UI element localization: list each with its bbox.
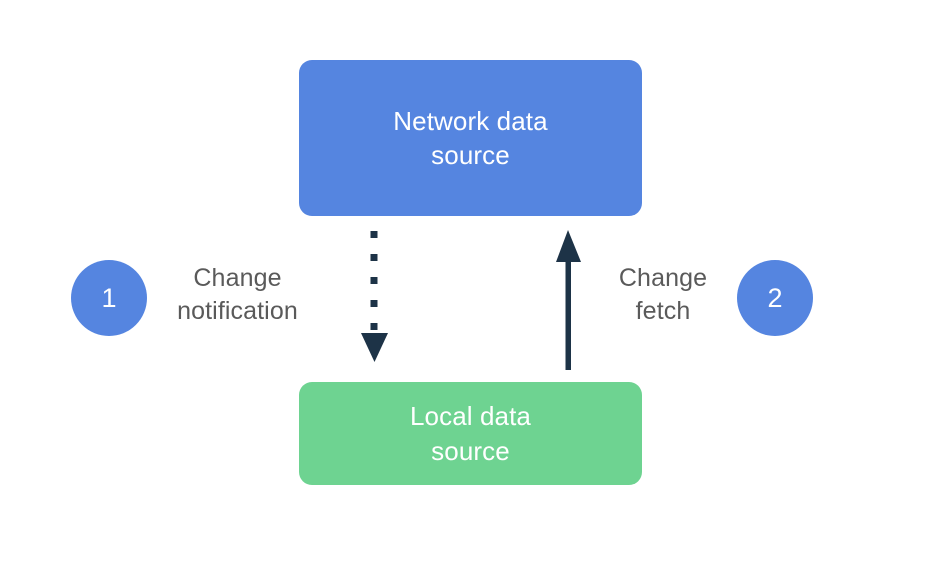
edge-label-change-fetch: Change fetch [618, 264, 708, 326]
arrow-change-fetch [556, 230, 581, 370]
node-local-data-source[interactable]: Local data source [299, 382, 642, 485]
arrow-change-notification [361, 231, 388, 362]
edge-label-change-notification: Change notification [177, 264, 298, 326]
step-badge-1[interactable]: 1 [71, 260, 147, 336]
arrowhead-down [361, 333, 388, 362]
arrowhead-up [556, 230, 581, 262]
node-network-data-source[interactable]: Network data source [299, 60, 642, 216]
step-badge-2[interactable]: 2 [737, 260, 813, 336]
